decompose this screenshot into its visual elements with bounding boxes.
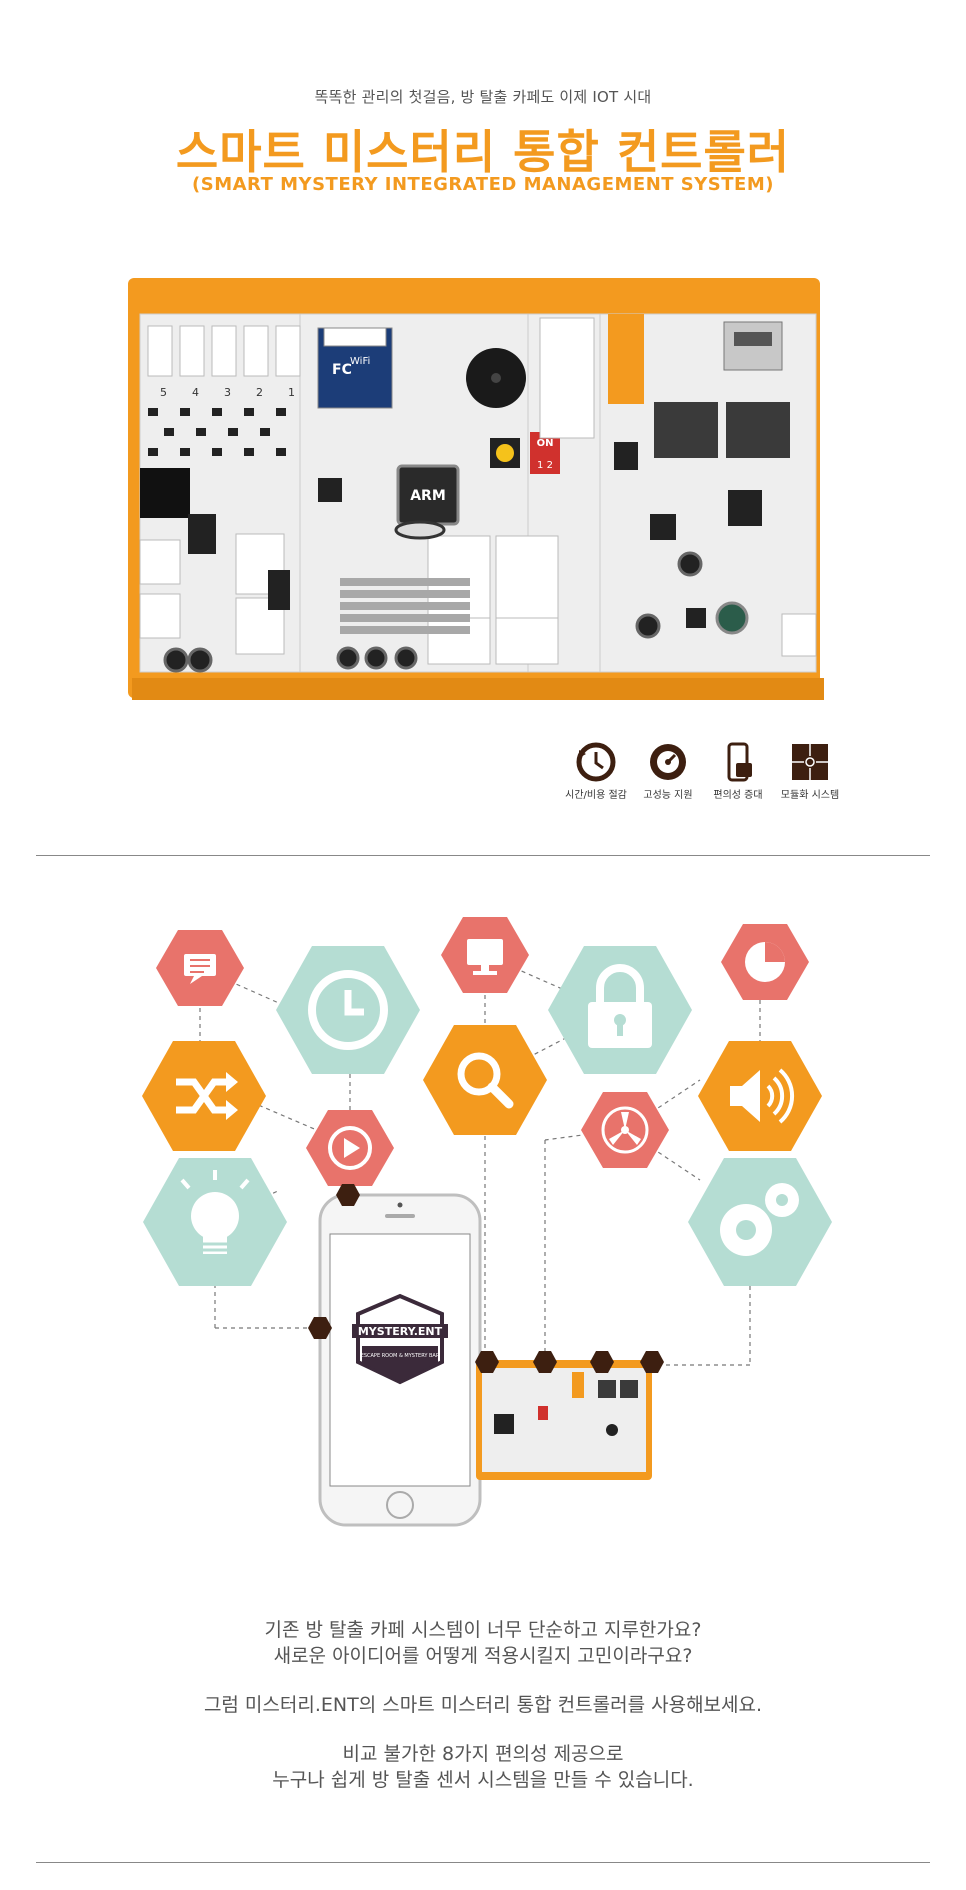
smartphone-illustration: MYSTERY.ENT ESCAPE ROOM & MYSTERY BAR <box>318 1193 482 1527</box>
hex-shuffle <box>142 1041 266 1151</box>
header-en-title: (SMART MYSTERY INTEGRATED MANAGEMENT SYS… <box>192 174 774 195</box>
dip-switch-on-label: ON <box>537 438 554 449</box>
description-line-4: 비교 불가한 8가지 편의성 제공으로 <box>342 1743 624 1765</box>
feature-label: 시간/비용 절감 <box>565 790 627 801</box>
clock-icon <box>576 742 616 782</box>
puzzle-icon <box>792 744 828 780</box>
node-dot <box>640 1351 664 1373</box>
sd-slot-2 <box>726 402 790 458</box>
phone-logo-text: MYSTERY.ENT <box>358 1325 443 1338</box>
pin-label-1: 1 <box>288 386 295 399</box>
sd-slot-1 <box>654 402 718 458</box>
phone-logo-sub: ESCAPE ROOM & MYSTERY BAR <box>361 1353 440 1359</box>
orange-block <box>608 314 644 404</box>
fc-label: FC <box>332 362 352 378</box>
feature-performance: 고성능 지원 <box>628 742 708 801</box>
wifi-label: WiFi <box>350 356 370 367</box>
section-divider-bottom <box>36 1862 930 1863</box>
description-line-1: 기존 방 탈출 카페 시스템이 너무 단순하고 지루한가요? <box>264 1619 702 1641</box>
feature-label: 모듈화 시스템 <box>780 790 840 801</box>
hex-piechart <box>721 924 809 1000</box>
dip-switch-num-label: 1 2 <box>537 460 553 471</box>
pin-label-3: 3 <box>224 386 231 399</box>
pin-label-4: 4 <box>192 386 199 399</box>
controller-board-image: 5 4 3 2 1 FC WiFi ARM ON 1 2 <box>128 278 824 700</box>
feature-time-cost: 시간/비용 절감 <box>556 742 636 801</box>
header-subtitle: 똑똑한 관리의 첫걸음, 방 탈출 카페도 이제 IOT 시대 <box>314 88 652 106</box>
hex-chat <box>156 930 244 1006</box>
hex-monitor <box>441 917 529 993</box>
description-line-5: 누구나 쉽게 방 탈출 센서 시스템을 만들 수 있습니다. <box>272 1769 694 1791</box>
description-line-3: 그럼 미스터리.ENT의 스마트 미스터리 통합 컨트롤러를 사용해보세요. <box>203 1694 763 1716</box>
node-dot <box>308 1317 332 1339</box>
hex-lock <box>548 946 692 1074</box>
node-dot <box>590 1351 614 1373</box>
feature-label: 고성능 지원 <box>643 790 693 801</box>
header-title: 스마트 미스터리 통합 컨트롤러 <box>175 125 791 179</box>
hex-speaker <box>698 1041 822 1151</box>
hex-lightbulb <box>143 1158 287 1286</box>
pin-label-2: 2 <box>256 386 263 399</box>
mini-board-illustration <box>476 1360 652 1480</box>
dip-switch <box>530 432 560 474</box>
phone-icon <box>727 742 752 782</box>
node-dot <box>475 1351 499 1373</box>
hex-gears <box>688 1158 832 1286</box>
pin-label-5: 5 <box>160 386 167 399</box>
feature-modular: 모듈화 시스템 <box>770 742 850 801</box>
description-line-2: 새로운 아이디어를 어떻게 적용시킬지 고민이라구요? <box>273 1645 693 1667</box>
node-dot <box>533 1351 557 1373</box>
hex-clock <box>276 946 420 1074</box>
node-dot <box>336 1184 360 1206</box>
hex-fan <box>581 1092 669 1168</box>
gauge-icon <box>650 744 686 780</box>
yellow-button <box>496 444 514 462</box>
usb-port <box>723 321 783 371</box>
battery <box>715 601 749 635</box>
arm-chip-label: ARM <box>410 488 446 504</box>
feature-label: 편의성 증대 <box>713 790 763 801</box>
iot-feature-diagram: MYSTERY.ENT ESCAPE ROOM & MYSTERY BAR <box>142 917 832 1527</box>
feature-convenience: 편의성 증대 <box>698 742 778 801</box>
hex-search <box>423 1025 547 1135</box>
hex-play <box>306 1110 394 1186</box>
section-divider <box>36 855 930 856</box>
